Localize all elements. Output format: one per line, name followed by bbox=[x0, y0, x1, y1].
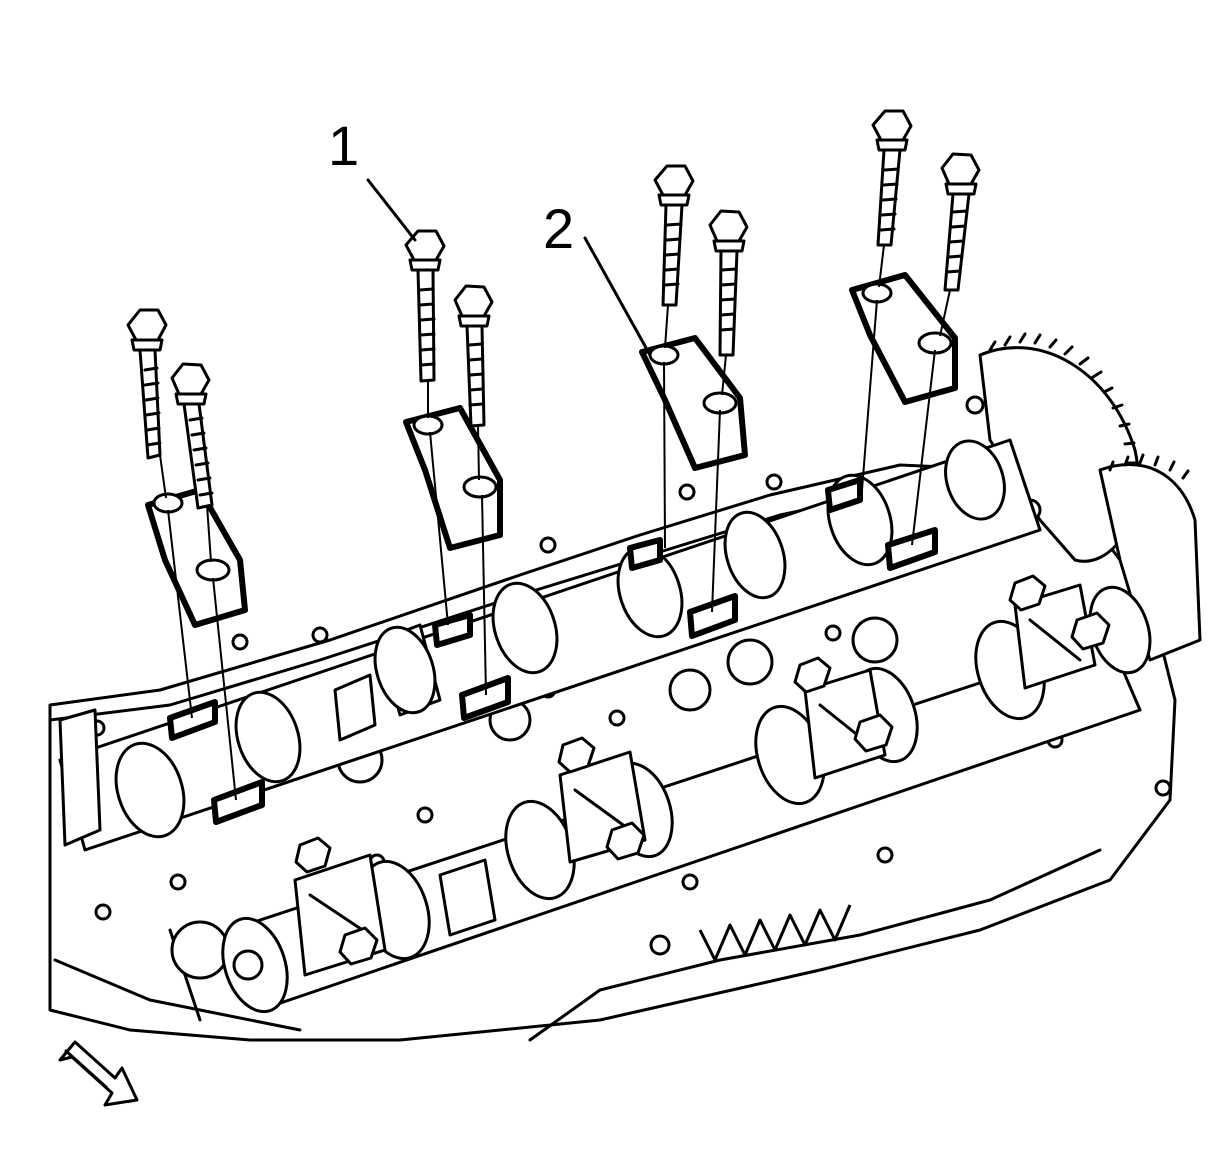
callout-leader-1 bbox=[366, 178, 417, 242]
bolt-5 bbox=[653, 164, 695, 307]
installed-cap-4 bbox=[1008, 574, 1111, 690]
callout-2: 2 bbox=[543, 197, 652, 357]
callout-leader-2 bbox=[583, 236, 652, 357]
callout-label-2: 2 bbox=[543, 197, 574, 260]
callout-label-1: 1 bbox=[328, 114, 359, 177]
installed-cap-3 bbox=[793, 656, 894, 780]
callout-1: 1 bbox=[328, 114, 417, 242]
cam-cap-right-2 bbox=[849, 272, 958, 405]
bolt-7 bbox=[871, 109, 913, 247]
cam-sprocket bbox=[965, 332, 1202, 662]
installed-cap-1 bbox=[293, 836, 387, 977]
installed-cap-2 bbox=[557, 736, 647, 864]
cam-cap-left-2 bbox=[403, 405, 503, 551]
alignment-lines bbox=[159, 244, 951, 801]
intake-cap-seats bbox=[167, 477, 938, 825]
bolt-1 bbox=[126, 308, 168, 460]
view-direction-arrow-icon bbox=[58, 1040, 139, 1107]
deck-holes bbox=[88, 473, 1172, 956]
bolt-8 bbox=[940, 152, 981, 292]
cam-cap-left-1 bbox=[145, 487, 248, 628]
bolt-4 bbox=[453, 284, 494, 428]
installed-exhaust-caps bbox=[293, 574, 1111, 977]
intake-camshaft bbox=[58, 438, 1042, 852]
bolt-6 bbox=[708, 209, 749, 357]
bolt-2 bbox=[170, 362, 214, 510]
bolt-3 bbox=[404, 229, 446, 383]
cam-cap-right-1 bbox=[639, 335, 748, 471]
timing-teeth bbox=[698, 904, 852, 962]
exhaust-camshaft bbox=[221, 585, 1152, 1014]
cam-cap-bolts bbox=[126, 109, 981, 510]
